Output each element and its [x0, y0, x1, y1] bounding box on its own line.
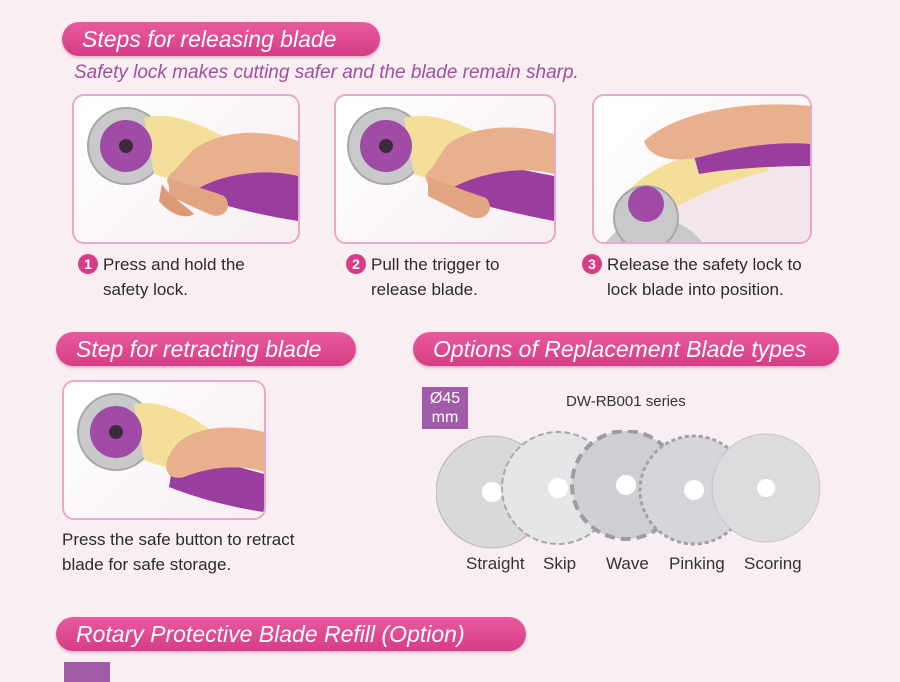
blade-illustrations [436, 430, 821, 549]
blade-label-scoring: Scoring [744, 554, 802, 573]
section-title-releasing: Steps for releasing blade [62, 22, 380, 56]
size-badge: Ø45 mm [422, 387, 468, 429]
blade-label-skip: Skip [543, 554, 577, 573]
blade-label-wave: Wave [606, 554, 649, 573]
step-text-1: Press and hold the safety lock. [103, 252, 245, 302]
size-badge-line2: mm [431, 409, 459, 426]
blade-label-straight: Straight [466, 554, 525, 573]
retract-text-line1: Press the safe button to retract [62, 530, 295, 549]
step-text-3: Release the safety lock to lock blade in… [607, 252, 802, 302]
section-title-retracting: Step for retracting blade [56, 332, 356, 366]
refill-badge-partial [64, 662, 110, 682]
step-text-1-line2: safety lock. [103, 280, 189, 299]
step-number-3: 3 [582, 254, 602, 274]
step-text-2-line1: Pull the trigger to [371, 255, 500, 274]
blade-scoring [711, 433, 821, 543]
photo-retract [62, 380, 266, 520]
photo-step-3 [592, 94, 812, 244]
step-text-2: Pull the trigger to release blade. [371, 252, 500, 302]
step-text-1-line1: Press and hold the [103, 255, 245, 274]
blade-label-pinking: Pinking [669, 554, 725, 573]
step-number-1: 1 [78, 254, 98, 274]
retract-text-line2: blade for safe storage. [62, 555, 232, 574]
step-text-3-line1: Release the safety lock to [607, 255, 802, 274]
size-badge-line1: Ø45 [429, 390, 461, 407]
section-title-refill: Rotary Protective Blade Refill (Option) [56, 617, 526, 651]
step-text-2-line2: release blade. [371, 280, 478, 299]
photo-step-1 [72, 94, 300, 244]
retract-text: Press the safe button to retract blade f… [62, 527, 294, 577]
section-subtitle: Safety lock makes cutting safer and the … [74, 62, 579, 83]
photo-step-2 [334, 94, 556, 244]
series-label: DW-RB001 series [566, 393, 686, 410]
step-text-3-line2: lock blade into position. [607, 280, 784, 299]
section-title-blade-types: Options of Replacement Blade types [413, 332, 839, 366]
step-number-2: 2 [346, 254, 366, 274]
